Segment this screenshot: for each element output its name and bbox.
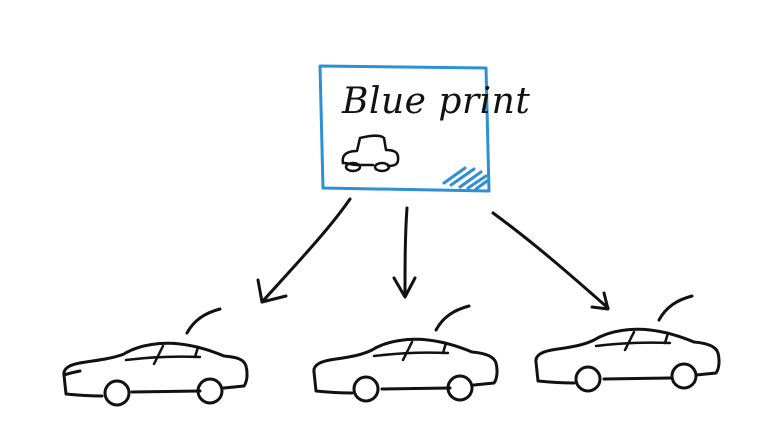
blueprint-hatch [442, 166, 489, 191]
blueprint-card: Blue print [318, 64, 530, 193]
arrow-middle [392, 206, 417, 299]
blueprint-frame [318, 64, 491, 193]
arrow-right [491, 211, 610, 311]
car-middle [312, 304, 499, 403]
car-right [534, 294, 721, 393]
blueprint-car-icon [341, 134, 400, 173]
blueprint-title: Blue print [341, 81, 530, 122]
car-left [62, 307, 249, 407]
arrow-left [256, 197, 352, 304]
